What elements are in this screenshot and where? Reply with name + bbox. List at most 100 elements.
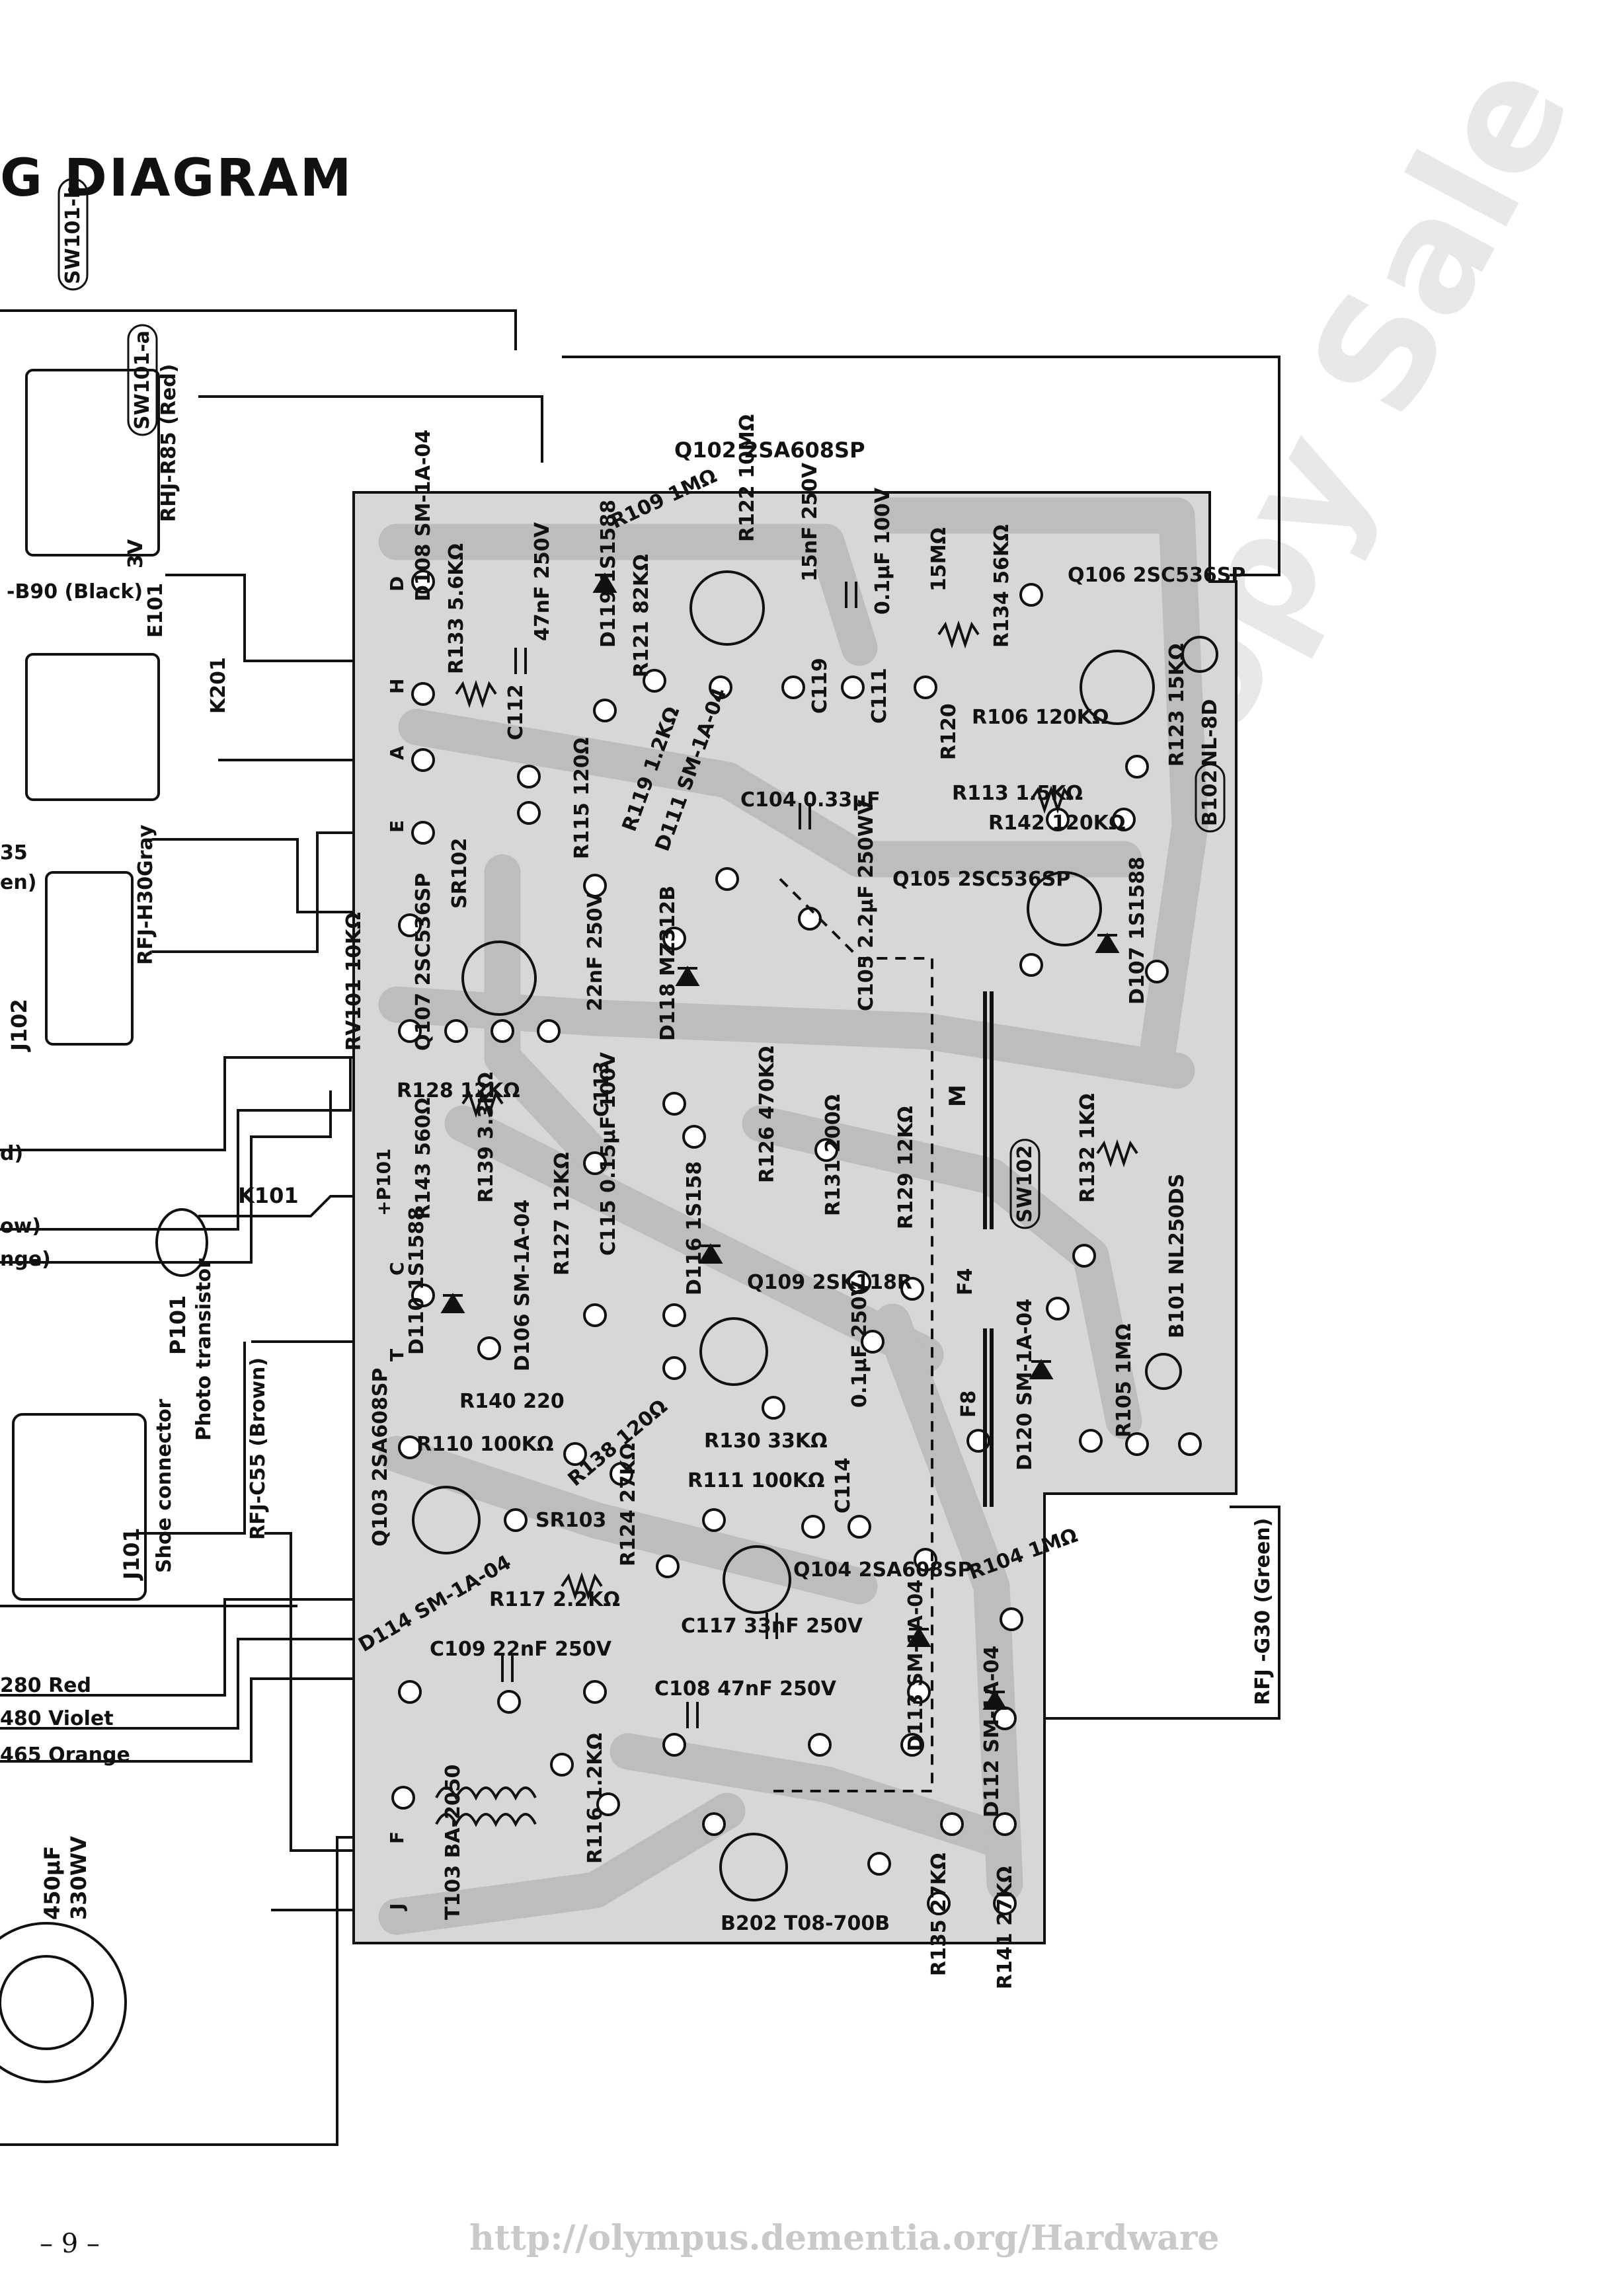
transformer-t103-coil bbox=[435, 1786, 537, 1801]
label-component-r116: R116 1.2KΩ bbox=[584, 1733, 607, 1864]
solder-pad bbox=[702, 1508, 726, 1532]
solder-pad bbox=[563, 1442, 587, 1466]
pad-label-pc: C bbox=[386, 1262, 408, 1276]
label-component-d120: D120 SM-1A-04 bbox=[1013, 1299, 1037, 1471]
solder-pad bbox=[861, 1330, 885, 1354]
label-component-d119: D119 1S1588 bbox=[597, 500, 620, 648]
solder-pads bbox=[391, 570, 1202, 1915]
solder-pad bbox=[900, 1733, 924, 1757]
solder-pad bbox=[1019, 583, 1043, 607]
pcb-board bbox=[352, 491, 1238, 1944]
solder-pad bbox=[993, 1892, 1017, 1915]
label-component-r141: R141 27KΩ bbox=[994, 1866, 1017, 1989]
label-component-r135: R135 27KΩ bbox=[927, 1853, 951, 1976]
label-component-c114: C114 bbox=[832, 1457, 855, 1513]
label-component-f4: F4 bbox=[954, 1268, 977, 1295]
label-component-r121: R121 82KΩ bbox=[630, 554, 653, 677]
label-component-r132: R132 1KΩ bbox=[1076, 1093, 1099, 1203]
transistor-q105-symbol bbox=[1027, 871, 1102, 946]
label-component-r122: R122 10MΩ bbox=[736, 414, 759, 542]
solder-pad bbox=[411, 570, 435, 593]
label-component-q103: Q103 2SA608SP bbox=[369, 1368, 392, 1547]
label-component-r130: R130 33KΩ bbox=[704, 1430, 828, 1453]
label-component-r134: R134 56KΩ bbox=[990, 524, 1013, 648]
label-wire-p101: P101 bbox=[165, 1295, 190, 1355]
pad-label-pp101: +P101 bbox=[373, 1149, 395, 1216]
solder-pad bbox=[537, 1019, 561, 1043]
pad-label-pe: E bbox=[386, 820, 408, 833]
pad-label-pd: D bbox=[386, 576, 408, 592]
solder-pad bbox=[715, 867, 739, 891]
solder-pad bbox=[762, 1396, 785, 1420]
label-component-r129: R129 12KΩ bbox=[894, 1106, 918, 1229]
component-symbols bbox=[0, 369, 1218, 2083]
label-wire-v3: 3V bbox=[124, 539, 147, 568]
solder-pad bbox=[391, 1786, 415, 1810]
label-component-d106: D106 SM-1A-04 bbox=[511, 1200, 534, 1371]
label-box-sw102 bbox=[1009, 1139, 1041, 1229]
label-component-c111v: 0.1μF 100V bbox=[871, 487, 894, 615]
label-component-c109: C109 22nF 250V bbox=[430, 1638, 612, 1661]
pad-label-pa: A bbox=[386, 746, 408, 760]
solder-pad bbox=[398, 1019, 422, 1043]
solder-pad bbox=[841, 675, 865, 699]
label-wire-b90: -B90 (Black) bbox=[7, 580, 143, 603]
solder-pad bbox=[398, 1435, 422, 1459]
label-component-c119: C119 bbox=[808, 658, 832, 714]
label-component-r110: R110 100KΩ bbox=[416, 1433, 554, 1456]
solder-pad bbox=[1000, 1607, 1023, 1631]
label-wire-l35: 35 bbox=[0, 841, 28, 864]
label-component-d118: D118 MZ312B bbox=[656, 886, 680, 1041]
solder-pad bbox=[662, 1092, 686, 1116]
label-wire-ld: d) bbox=[0, 1142, 23, 1165]
label-wire-lnge: nge) bbox=[0, 1248, 51, 1271]
solder-pad bbox=[900, 1277, 924, 1301]
label-component-r142: R142 120KΩ bbox=[988, 812, 1126, 835]
buzzer-b202-symbol bbox=[719, 1833, 788, 1901]
label-component-nl8d: NL-8D bbox=[1199, 699, 1222, 767]
solder-pad bbox=[411, 1283, 435, 1307]
label-component-r106: R106 120KΩ bbox=[972, 706, 1109, 729]
label-wire-rfj_g30: RFJ -G30 (Green) bbox=[1251, 1518, 1275, 1705]
label-component-rv101: RV101 10KΩ bbox=[342, 912, 366, 1051]
label-component-q106: Q106 2SC536SP bbox=[1068, 564, 1245, 587]
label-wire-low: ow) bbox=[0, 1215, 41, 1238]
solder-pad bbox=[907, 1680, 931, 1704]
label-component-q109: Q109 2SK118R bbox=[747, 1271, 912, 1294]
label-component-r113: R113 1.5KΩ bbox=[952, 782, 1083, 805]
solder-pad bbox=[517, 765, 541, 788]
label-component-b101: B101 NL250DS bbox=[1165, 1174, 1189, 1338]
label-component-r131: R131 200Ω bbox=[822, 1094, 845, 1216]
solder-pad bbox=[583, 1680, 607, 1704]
label-component-r139: R139 3.3KΩ bbox=[475, 1072, 498, 1203]
label-component-sr103: SR103 bbox=[535, 1509, 606, 1532]
label-component-q102: Q102 2SA608SP bbox=[674, 438, 865, 463]
solder-pad bbox=[1125, 755, 1149, 779]
solder-pad bbox=[583, 1151, 607, 1175]
label-wire-rfj_h30: RFJ-H30Gray bbox=[134, 824, 157, 965]
solder-pad bbox=[444, 1019, 468, 1043]
pad-label-pf: F bbox=[386, 1831, 408, 1844]
label-component-m: M bbox=[945, 1085, 971, 1107]
label-component-r143: R143 560Ω bbox=[412, 1098, 435, 1219]
label-component-r140: R140 220 bbox=[459, 1390, 565, 1413]
solder-pad bbox=[801, 1515, 825, 1539]
solder-pad bbox=[497, 1690, 521, 1714]
solder-pad bbox=[411, 682, 435, 706]
pad-label-pj: J bbox=[386, 1903, 408, 1911]
pad-label-ph: H bbox=[386, 679, 408, 694]
label-component-d110: D110 1S1588 bbox=[405, 1207, 428, 1355]
page-title: G DIAGRAM bbox=[0, 149, 354, 208]
label-wire-r480: 480 Violet bbox=[0, 1707, 114, 1730]
label-component-d113: D113 SM-1A-04 bbox=[904, 1580, 927, 1751]
solder-pad bbox=[847, 1515, 871, 1539]
label-wire-rhj: RHJ-R85 (Red) bbox=[157, 364, 180, 522]
label-component-sw102: SW102 bbox=[1013, 1145, 1037, 1223]
label-component-r117: R117 2.2KΩ bbox=[489, 1588, 620, 1611]
solder-pad bbox=[593, 699, 617, 722]
label-box-sw101b bbox=[58, 178, 89, 291]
label-component-f8: F8 bbox=[957, 1391, 980, 1418]
label-component-sr102: SR102 bbox=[448, 838, 471, 909]
label-component-d107: D107 1S1588 bbox=[1126, 857, 1149, 1005]
